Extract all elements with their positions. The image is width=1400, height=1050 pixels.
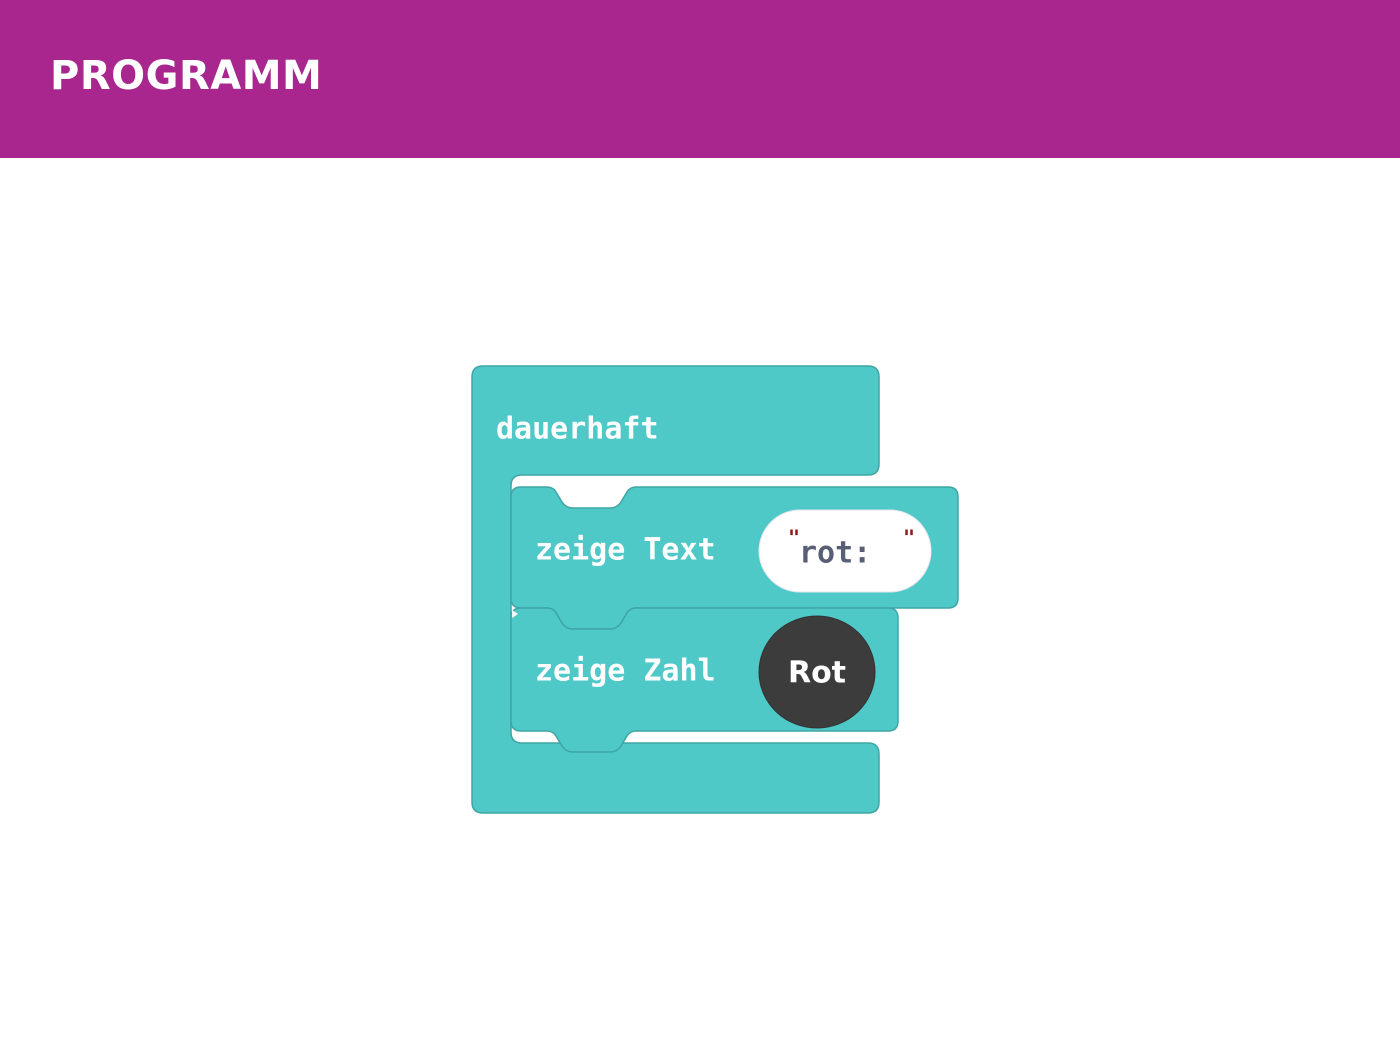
variable-reporter-value[interactable]: Rot — [788, 656, 846, 691]
show-number-block-label: zeige Zahl — [535, 654, 716, 689]
string-close-quote: " — [903, 526, 915, 550]
string-input-value[interactable]: rot: — [799, 536, 871, 571]
show-string-block-label: zeige Text — [535, 533, 716, 568]
show-string-block[interactable]: zeige Text " rot: " — [510, 486, 959, 630]
blocks-canvas[interactable]: dauerhaft zeige Text " rot: " zeige Zahl… — [0, 158, 1400, 1050]
variable-reporter-bg[interactable] — [758, 615, 876, 729]
forever-block-label: dauerhaft — [496, 412, 659, 447]
header-bar: PROGRAMM — [0, 0, 1400, 158]
page-title: PROGRAMM — [50, 53, 323, 99]
forever-block[interactable]: dauerhaft — [471, 365, 880, 814]
show-number-block[interactable]: zeige Zahl Rot — [510, 607, 899, 753]
string-open-quote: " — [788, 526, 800, 550]
statement-connection-marker — [512, 610, 518, 618]
blockly-workspace[interactable]: dauerhaft zeige Text " rot: " zeige Zahl… — [0, 158, 1400, 1050]
string-input-field-bg[interactable] — [758, 509, 932, 593]
variable-reporter-field[interactable]: Rot — [758, 615, 876, 729]
forever-block-shape[interactable] — [471, 365, 880, 814]
string-input-field[interactable]: " rot: " — [758, 509, 932, 593]
